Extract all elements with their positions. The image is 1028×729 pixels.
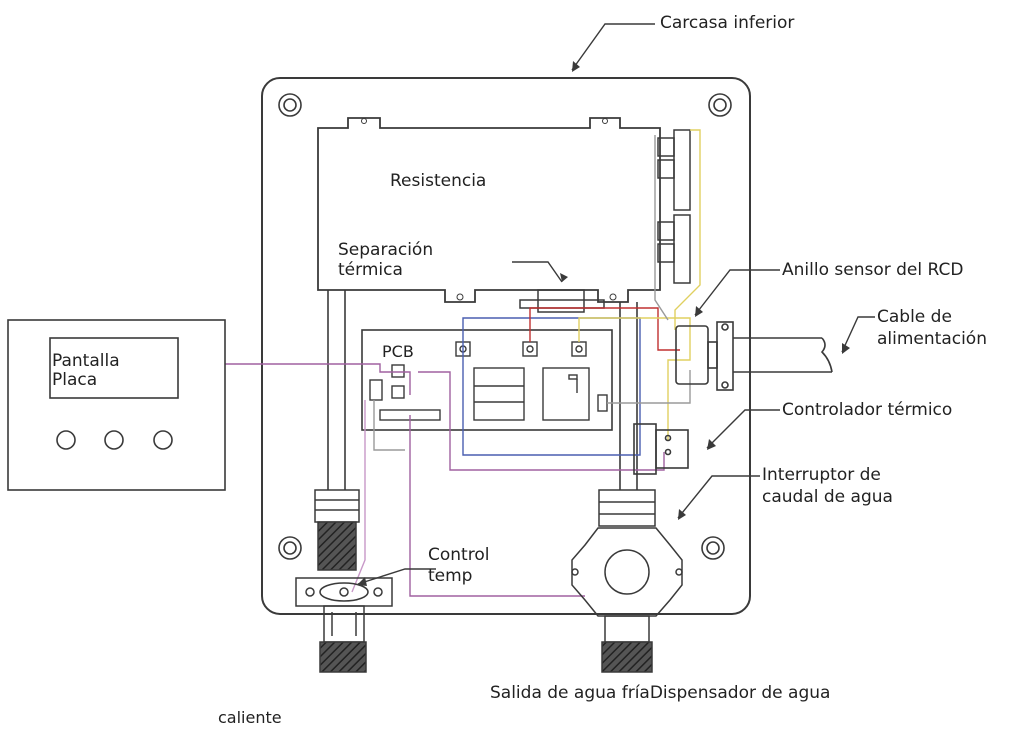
thermal-controller (633, 423, 689, 475)
wire-yellow (578, 317, 691, 440)
rcd-sensor-ring (675, 325, 709, 385)
label-temp-control-line1: Control (428, 545, 490, 565)
label-display-line2: Placa (52, 370, 98, 390)
wires (225, 129, 701, 597)
wire-purple-temp (409, 415, 585, 597)
label-flow-switch-line2: caudal de agua (762, 487, 893, 507)
heater-box (317, 117, 661, 303)
wire-purple-thermal (418, 371, 665, 471)
label-thermal-controller: Controlador térmico (782, 400, 953, 420)
label-outlet-bottom: Salida de agua fríaDispensador de agua (490, 683, 831, 703)
wire-blue (462, 317, 641, 456)
pcb-board (361, 329, 613, 431)
wire-red (529, 307, 680, 351)
label-heater: Resistencia (390, 171, 487, 191)
housing-screw-holes (278, 93, 732, 560)
label-pcb: PCB (382, 342, 414, 361)
label-power-cable-line1: Cable de (877, 307, 952, 327)
thermal-separation-leader (512, 261, 563, 283)
label-flow-switch-line1: Interruptor de (762, 465, 881, 485)
label-power-cable-line2: alimentación (877, 329, 987, 349)
leader-lines (357, 23, 875, 585)
label-lower-housing: Carcasa inferior (660, 13, 795, 33)
heater-terminals (657, 129, 691, 284)
leader-arrowheads (357, 61, 850, 586)
water-flow-switch (571, 489, 683, 673)
label-thermal-separation-line1: Separación (338, 240, 434, 260)
hot-water-fitting (295, 489, 393, 673)
wire-display-purple (225, 363, 411, 395)
lower-housing (261, 77, 751, 615)
label-thermal-separation-line2: térmica (338, 260, 403, 280)
label-display-line1: Pantalla (52, 351, 120, 371)
label-rcd-ring: Anillo sensor del RCD (782, 260, 964, 280)
wire-purple-temp2 (351, 400, 366, 593)
label-temp-control-line2: temp (428, 566, 473, 586)
label-hot: caliente (218, 708, 282, 727)
display-panel (7, 319, 226, 491)
power-cable (707, 321, 833, 391)
water-tubes (327, 290, 638, 490)
